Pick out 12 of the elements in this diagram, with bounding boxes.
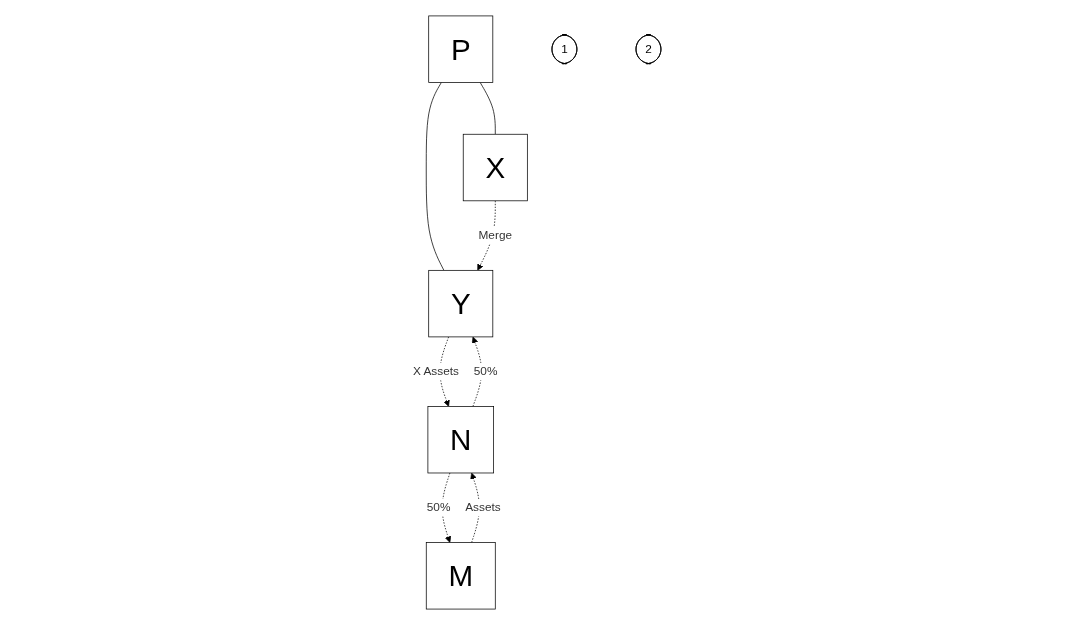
edge-label: 50%: [473, 365, 498, 378]
edge-label: X Assets: [413, 365, 460, 378]
edge-label: Merge: [478, 228, 513, 242]
edge-label: 50%: [426, 501, 451, 514]
node-box: X: [462, 133, 528, 202]
node-box: N: [427, 406, 495, 474]
node-box: Y: [428, 269, 494, 338]
edge-label: Assets: [465, 501, 501, 514]
connector: [479, 82, 496, 135]
node-box: M: [425, 542, 496, 610]
node-box: P: [428, 15, 494, 83]
connector: [425, 82, 445, 271]
